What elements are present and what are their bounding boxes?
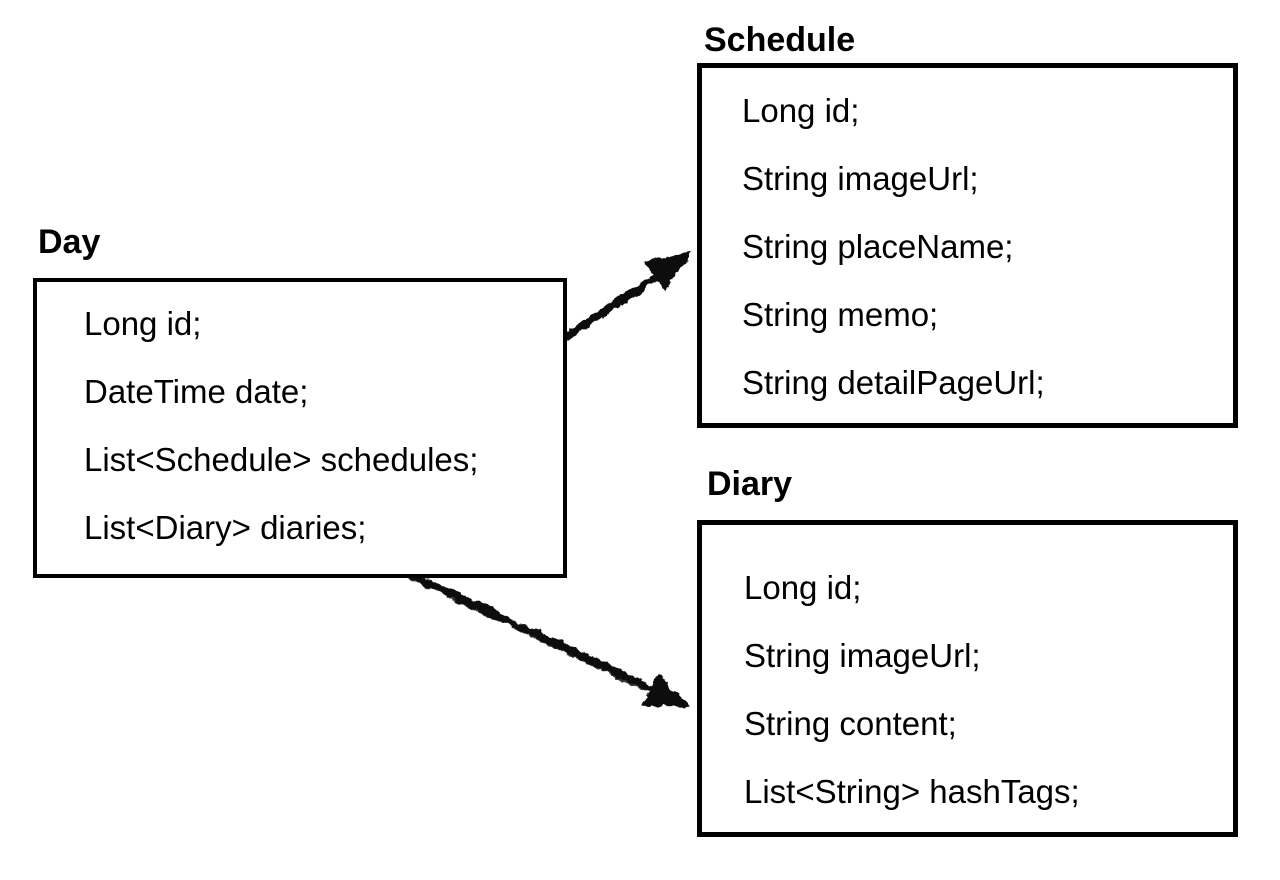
diary-field-hashtags: List<String> hashTags; xyxy=(744,772,1080,810)
schedule-class-title: Schedule xyxy=(704,21,856,59)
schedule-field-memo: String memo; xyxy=(742,295,939,333)
day-field-date: DateTime date; xyxy=(84,372,309,410)
arrow-line-texture xyxy=(380,561,648,692)
arrow-line xyxy=(375,555,654,692)
schedule-field-id: Long id; xyxy=(742,91,860,129)
day-field-id: Long id; xyxy=(84,304,202,342)
schedule-class-box: Long id; String imageUrl; String placeNa… xyxy=(697,63,1238,428)
arrowhead-icon xyxy=(642,673,690,708)
diary-class-box: Long id; String imageUrl; String content… xyxy=(697,520,1238,837)
schedule-field-placename: String placeName; xyxy=(742,227,1014,265)
diary-class-title: Diary xyxy=(707,465,793,503)
day-field-diaries: List<Diary> diaries; xyxy=(84,508,367,546)
day-field-schedules: List<Schedule> schedules; xyxy=(84,440,479,478)
day-class-title: Day xyxy=(38,223,101,261)
arrow-day-to-diary xyxy=(375,555,690,708)
schedule-field-detailpageurl: String detailPageUrl; xyxy=(742,363,1045,401)
arrowhead-icon xyxy=(644,252,692,292)
day-class-box: Long id; DateTime date; List<Schedule> s… xyxy=(33,278,567,578)
diary-field-content: String content; xyxy=(744,704,957,742)
diary-field-imageurl: String imageUrl; xyxy=(744,636,981,674)
diary-field-id: Long id; xyxy=(744,568,862,606)
schedule-field-imageurl: String imageUrl; xyxy=(742,159,979,197)
